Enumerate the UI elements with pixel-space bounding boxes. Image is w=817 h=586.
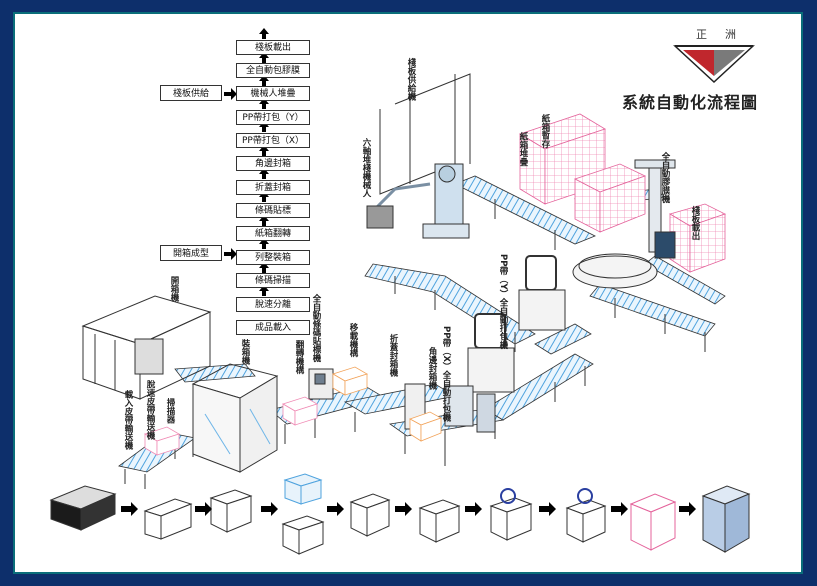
line-cartons [144,366,442,456]
label-flap-sealer: 折蓋封箱機 [388,334,398,377]
case-packer-machine [191,363,279,473]
label-transfer: 移載機構 [348,323,358,357]
flow-step: 條碼貼標 [236,203,310,218]
diagram-panel: 正洲 系統自動化流程圖 棧板載出 全自動包膠膜 機械人堆疊 PP帶打包（Y） P… [13,12,803,574]
flow-step: 全自動包膠膜 [236,63,310,78]
label-pallet-feeder: 棧板供給機 [406,58,416,101]
side-input-pallet-supply: 棧板供給 [160,85,222,101]
side-input-box-forming: 開箱成型 [160,245,222,261]
label-box-opener: 開箱機 [169,276,179,302]
label-case-packer: 裝箱機 [240,339,250,365]
label-pallet-out: 棧板載出 [690,206,700,240]
flow-step: PP帶打包（Y） [236,110,310,125]
layout-drawing [49,28,755,555]
flow-step: 成品載入 [236,320,310,335]
label-strapper-x: PP帶（X）全自動打包機 [441,326,451,422]
label-carton-stack: 紙箱堆疊 [518,132,528,166]
flow-step: 列整裝箱 [236,250,310,265]
label-carton-buffer: 紙箱暫存 [540,114,550,148]
flow-step: 角邊封箱 [236,156,310,171]
strapper-machines [467,255,566,393]
label-labeler: 全自動條碼貼標機 [311,294,321,362]
flow-step: 棧板載出 [236,40,310,55]
label-robot: 六軸堆棧機械人 [361,138,371,198]
label-corner-sealer: 角邊封箱機 [427,347,437,390]
flow-arrows [224,28,269,296]
flow-step: 機械人堆疊 [236,86,310,101]
logo-text: 正洲 [696,28,754,41]
process-sequence [49,473,751,555]
sequence-arrows [121,502,696,516]
flow-step: 折蓋封箱 [236,180,310,195]
wrapper-machine [572,159,676,289]
label-infeed-conveyor: 載入皮帶輸送機 [123,390,133,450]
label-flipper: 翻轉機構 [294,340,304,374]
label-wrapper: 全自動膠膜機 [660,152,670,203]
diagram-title: 系統自動化流程圖 [622,93,759,112]
label-scanner: 掃描器 [165,398,175,424]
robot-cell [366,73,471,239]
label-speed-separator: 脫速皮帶輸送機 [145,380,155,440]
flow-step: 條碼掃描 [236,273,310,288]
flow-step: 紙箱翻轉 [236,226,310,241]
flow-step: PP帶打包（X） [236,133,310,148]
logo-emblem [673,45,755,84]
box-opener-machine [81,295,212,400]
sealer-machines [308,368,496,433]
label-strapper-y: PP帶（Y）全自動打包機 [498,254,508,350]
carton-stacks [519,113,727,273]
flow-step: 脫速分離 [236,297,310,312]
